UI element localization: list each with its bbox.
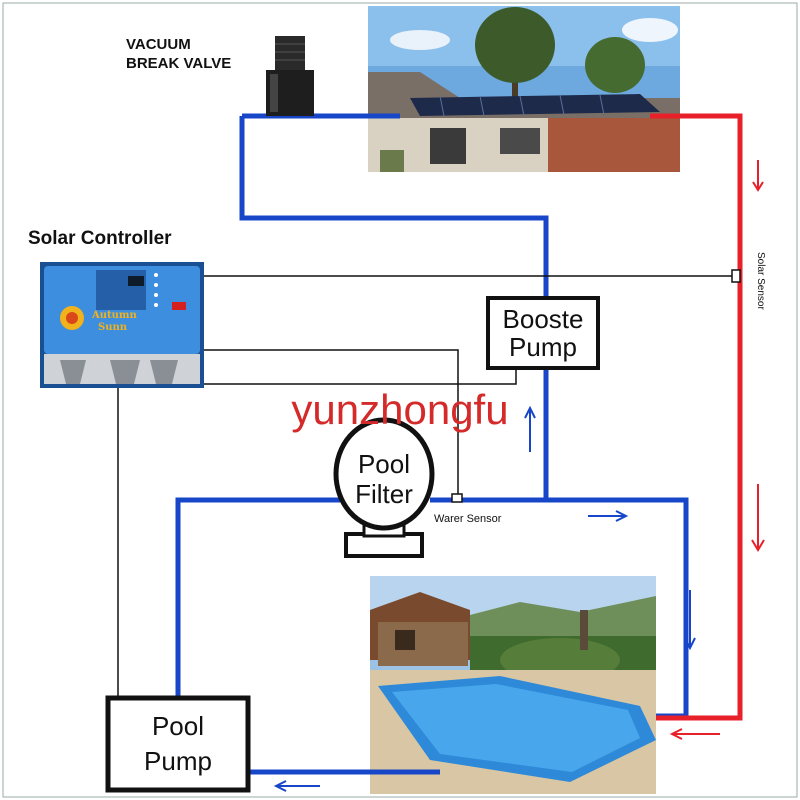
water-sensor-icon [451,493,463,503]
watermark-text: yunzhongfu [291,386,508,433]
pipe-pump-to-filter [175,497,340,696]
hot-pipes [650,113,743,721]
pool-pump-label-line1: Pool [152,711,204,741]
cold-right-arrow [588,510,629,522]
pool-pump-box [105,695,251,793]
controller-brand-line2: Sunn [98,322,128,333]
cold-up-arrow [524,405,536,452]
pool-filter [333,417,435,558]
pool-filter-label-line1: Pool [358,449,410,479]
vacuum-label-line1: VACUUM [126,36,191,53]
hot-down-arrow-1 [752,160,764,192]
flow-arrows [273,160,765,792]
cold-left-arrow [273,780,320,792]
house-roof-image [368,6,680,172]
booster-pump-label-line1: Booste [503,304,584,334]
pipe-booster-to-roof [239,116,549,300]
hot-down-arrow-2 [751,484,765,552]
solar-sensor-label: Solar Sensor [755,252,766,310]
pool-image [370,576,656,794]
pool-pump-label-line2: Pump [144,746,212,776]
solar-sensor-icon [731,269,741,283]
water-sensor-label: Warer Sensor [434,513,502,525]
solar-controller-device: Autumn Sunn [40,262,204,388]
wire-water-sensor [204,349,459,496]
wire-booster-pump [204,370,517,385]
control-wires [117,275,736,696]
cold-down-arrow [684,590,696,651]
hot-left-arrow [669,728,720,740]
controller-brand-line1: Autumn [91,310,138,321]
vacuum-label-line2: BREAK VALVE [126,55,231,72]
vacuum-break-valve-icon [266,36,314,116]
booster-pump-label-line2: Pump [509,332,577,362]
pool-filter-label-line2: Filter [355,479,413,509]
booster-pump-box [486,296,600,370]
pipe-roof-return [650,113,743,721]
solar-controller-label: Solar Controller [28,228,172,249]
